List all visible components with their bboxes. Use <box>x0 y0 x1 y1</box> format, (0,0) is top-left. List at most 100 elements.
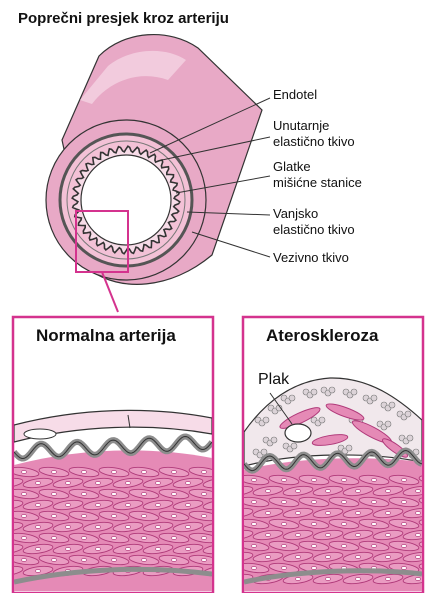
muscle-cell-nucleus <box>265 512 270 515</box>
muscle-cell-nucleus <box>111 537 116 540</box>
muscle-cell-nucleus <box>415 556 420 559</box>
muscle-cell-nucleus <box>281 501 286 504</box>
muscle-cell-nucleus <box>355 534 360 537</box>
muscle-cell-nucleus <box>155 504 160 507</box>
muscle-cell-nucleus <box>65 482 70 485</box>
muscle-cell-nucleus <box>415 578 420 581</box>
muscle-cell-nucleus <box>401 567 406 570</box>
muscle-cell-nucleus <box>171 471 176 474</box>
muscle-cell-nucleus <box>81 493 86 496</box>
muscle-cell-nucleus <box>111 559 116 562</box>
muscle-cell-nucleus <box>141 559 146 562</box>
muscle-cell-nucleus <box>155 548 160 551</box>
muscle-cell-nucleus <box>295 534 300 537</box>
muscle-cell-nucleus <box>95 548 100 551</box>
muscle-cell-nucleus <box>155 526 160 529</box>
muscle-cell-nucleus <box>325 490 330 493</box>
muscle-cell-nucleus <box>171 493 176 496</box>
muscle-cell-nucleus <box>371 479 376 482</box>
muscle-cell-nucleus <box>371 501 376 504</box>
muscle-cell-nucleus <box>325 556 330 559</box>
muscle-cell-nucleus <box>51 559 56 562</box>
plaque-label: Plak <box>258 371 289 389</box>
muscle-cell-nucleus <box>401 501 406 504</box>
endothelial-nucleus <box>24 429 56 439</box>
lipid-droplet <box>405 411 411 417</box>
muscle-cell-nucleus <box>81 471 86 474</box>
page-title: Poprečni presjek kroz arteriju <box>18 10 229 27</box>
muscle-cell-nucleus <box>185 526 190 529</box>
muscle-cell-nucleus <box>341 545 346 548</box>
muscle-cell-nucleus <box>111 471 116 474</box>
muscle-cell-nucleus <box>385 534 390 537</box>
lipid-droplet <box>319 417 325 423</box>
muscle-cell-nucleus <box>5 482 10 485</box>
muscle-cell <box>0 532 9 544</box>
muscle-cell-nucleus <box>201 493 206 496</box>
muscle-cell <box>0 466 9 478</box>
muscle-cell-nucleus <box>385 512 390 515</box>
plaque-core-cell <box>285 424 311 442</box>
muscle-cell-nucleus <box>141 471 146 474</box>
muscle-cell-nucleus <box>201 515 206 518</box>
lipid-droplet <box>351 389 357 395</box>
muscle-cell-nucleus <box>311 545 316 548</box>
label-inner-elastic: Unutarnje elastično tkivo <box>273 118 355 150</box>
muscle-cell-nucleus <box>51 471 56 474</box>
muscle-cell-nucleus <box>141 515 146 518</box>
muscle-cell-nucleus <box>295 512 300 515</box>
muscle-cell-nucleus <box>65 526 70 529</box>
muscle-cell-nucleus <box>281 479 286 482</box>
muscle-cell-nucleus <box>341 501 346 504</box>
muscle-cell-nucleus <box>21 537 26 540</box>
muscle-cell-nucleus <box>215 526 220 529</box>
muscle-cell-nucleus <box>221 501 226 504</box>
muscle-cell-nucleus <box>401 545 406 548</box>
muscle-cell-nucleus <box>5 504 10 507</box>
muscle-cell-nucleus <box>65 504 70 507</box>
lumen <box>81 155 171 245</box>
lipid-droplet <box>329 387 335 393</box>
muscle-cell-nucleus <box>235 556 240 559</box>
muscle-cell-nucleus <box>21 559 26 562</box>
muscle-cell-nucleus <box>221 479 226 482</box>
muscle-cell-nucleus <box>281 545 286 548</box>
muscle-cell-nucleus <box>21 515 26 518</box>
muscle-cell-nucleus <box>281 523 286 526</box>
muscle-cell-nucleus <box>235 490 240 493</box>
muscle-cell-nucleus <box>185 504 190 507</box>
muscle-cell-nucleus <box>35 526 40 529</box>
muscle-cell-nucleus <box>125 482 130 485</box>
lipid-droplet <box>389 402 395 408</box>
muscle-cell-nucleus <box>35 570 40 573</box>
label-smooth-muscle: Glatke mišićne stanice <box>273 159 362 191</box>
muscle-cell-nucleus <box>171 559 176 562</box>
artery-cross-section <box>46 35 262 285</box>
muscle-cell-nucleus <box>311 523 316 526</box>
muscle-cell-nucleus <box>171 515 176 518</box>
muscle-cell-nucleus <box>125 548 130 551</box>
muscle-cell-nucleus <box>311 501 316 504</box>
lipid-droplet <box>385 421 391 427</box>
muscle-cell-nucleus <box>311 479 316 482</box>
muscle-cell-nucleus <box>221 523 226 526</box>
lipid-droplet <box>263 417 269 423</box>
muscle-cell-nucleus <box>35 548 40 551</box>
muscle-cell <box>0 510 9 522</box>
muscle-cell-nucleus <box>215 570 220 573</box>
muscle-cell-nucleus <box>95 526 100 529</box>
muscle-cell-nucleus <box>111 493 116 496</box>
label-endothelium: Endotel <box>273 87 317 103</box>
muscle-cell-nucleus <box>251 567 256 570</box>
muscle-cell <box>0 554 9 566</box>
muscle-cell-nucleus <box>141 537 146 540</box>
muscle-cell-nucleus <box>51 537 56 540</box>
muscle-cell-nucleus <box>5 548 10 551</box>
muscle-cell-nucleus <box>21 493 26 496</box>
muscle-cell-nucleus <box>325 512 330 515</box>
muscle-cell-nucleus <box>341 479 346 482</box>
muscle-cell-nucleus <box>81 515 86 518</box>
muscle-cell-nucleus <box>251 501 256 504</box>
muscle-cell-nucleus <box>341 523 346 526</box>
lipid-droplet <box>346 445 352 451</box>
